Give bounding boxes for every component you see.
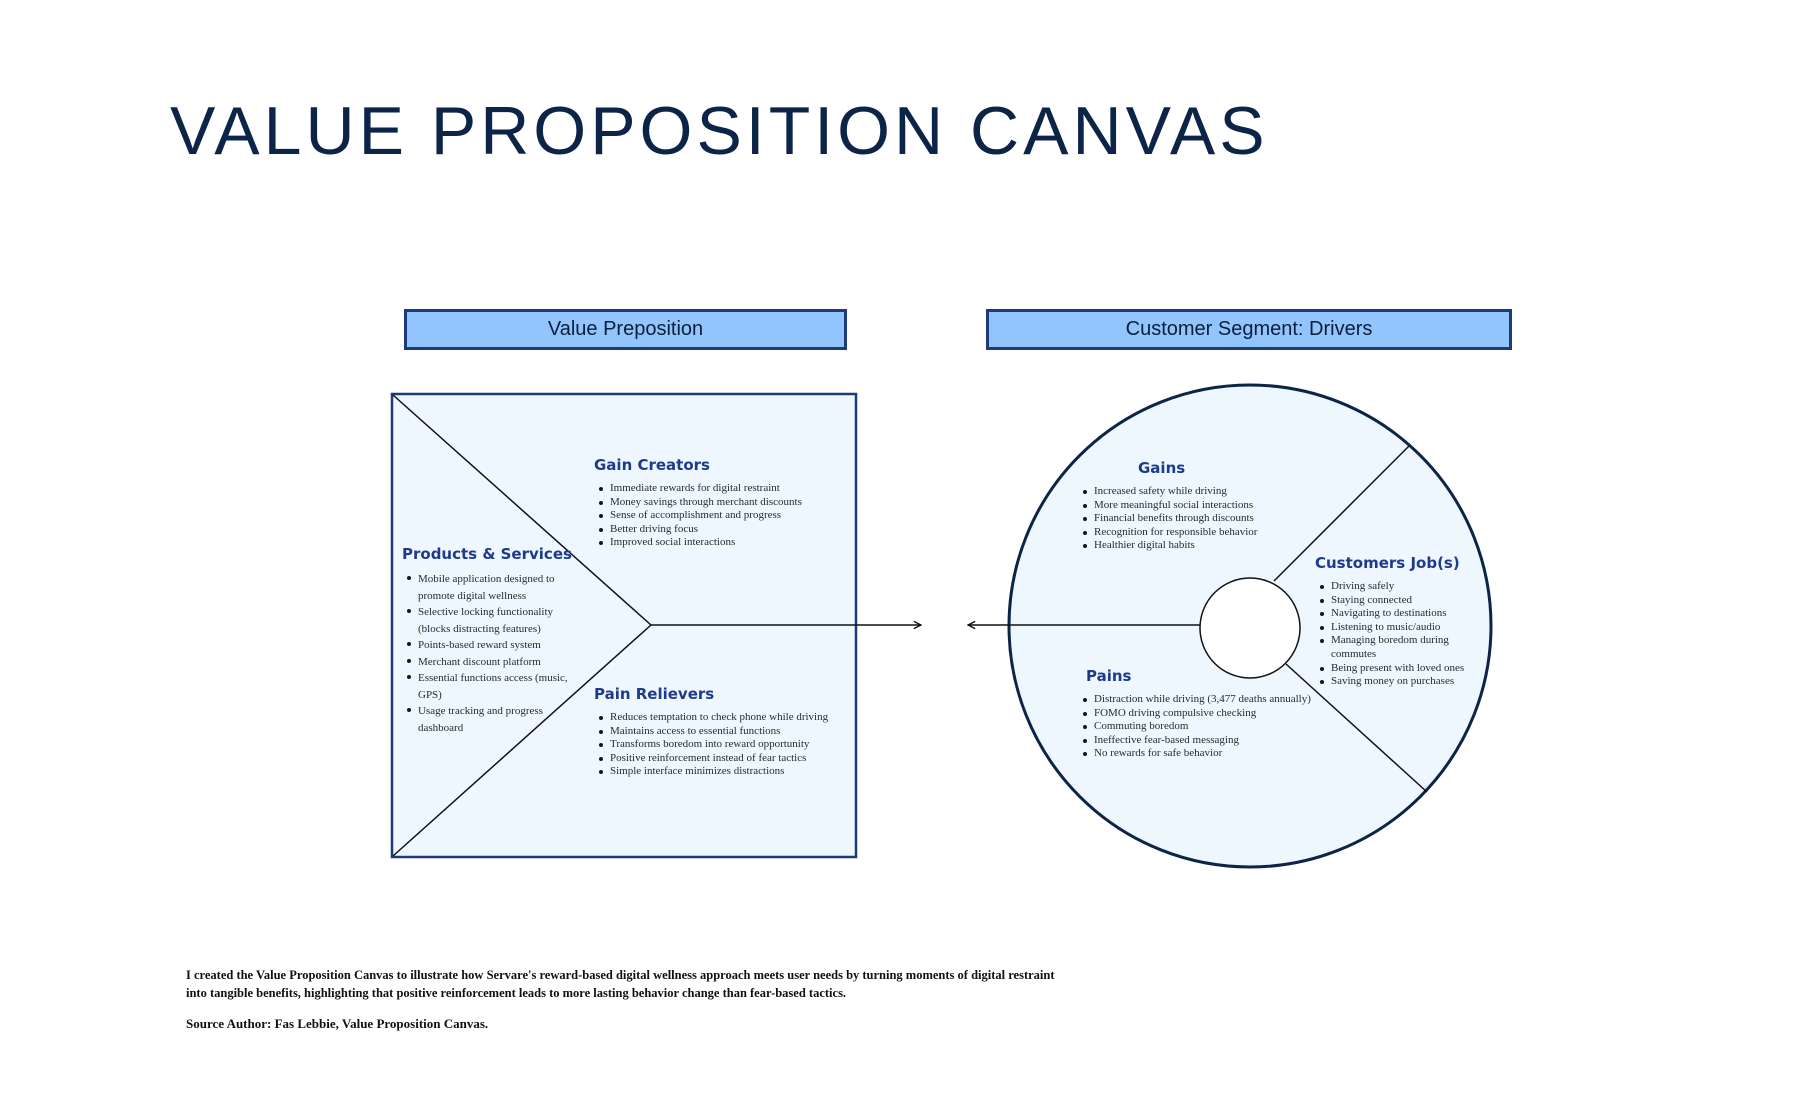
customer-jobs-list: Driving safely Staying connected Navigat… bbox=[1315, 580, 1480, 689]
pains-divider-line bbox=[1285, 663, 1428, 793]
list-item: Sense of accomplishment and progress bbox=[599, 509, 834, 523]
list-item: Positive reinforcement instead of fear t… bbox=[599, 752, 839, 766]
list-item: Listening to music/audio bbox=[1320, 621, 1480, 635]
pains-list: Distraction while driving (3,477 deaths … bbox=[1078, 693, 1338, 761]
value-proposition-header: Value Preposition bbox=[404, 309, 847, 350]
footer-source: Source Author: Fas Lebbie, Value Proposi… bbox=[186, 1016, 489, 1031]
list-item: Financial benefits through discounts bbox=[1083, 512, 1298, 526]
products-services-list: Mobile application designed to promote d… bbox=[402, 571, 577, 736]
pains-title: Pains bbox=[1086, 667, 1132, 685]
gains-divider-line bbox=[1273, 445, 1410, 582]
list-item: Immediate rewards for digital restraint bbox=[599, 482, 834, 496]
list-item: Better driving focus bbox=[599, 523, 834, 537]
products-services-title: Products & Services bbox=[402, 545, 572, 563]
gain-divider-line bbox=[392, 394, 652, 626]
customer-jobs-section: Customers Job(s) Driving safely Staying … bbox=[1315, 554, 1480, 689]
list-item: Usage tracking and progress dashboard bbox=[407, 703, 577, 736]
list-item: Improved social interactions bbox=[599, 536, 834, 550]
list-item: FOMO driving compulsive checking bbox=[1083, 707, 1338, 721]
list-item: Transforms boredom into reward opportuni… bbox=[599, 738, 839, 752]
gain-creators-title: Gain Creators bbox=[594, 456, 710, 474]
gain-creators-section: Gain Creators Immediate rewards for digi… bbox=[594, 456, 834, 550]
list-item: Commuting boredom bbox=[1083, 720, 1338, 734]
customer-segment-header: Customer Segment: Drivers bbox=[986, 309, 1512, 350]
list-item: Recognition for responsible behavior bbox=[1083, 526, 1298, 540]
gains-section: Gains Increased safety while driving Mor… bbox=[1078, 459, 1298, 553]
products-services-section: Products & Services Mobile application d… bbox=[402, 545, 577, 736]
list-item: Healthier digital habits bbox=[1083, 539, 1298, 553]
list-item: Managing boredom during commutes bbox=[1320, 634, 1480, 661]
gain-creators-list: Immediate rewards for digital restraint … bbox=[594, 482, 834, 550]
list-item: Navigating to destinations bbox=[1320, 607, 1480, 621]
customer-jobs-title: Customers Job(s) bbox=[1315, 554, 1460, 572]
footer-description: I created the Value Proposition Canvas t… bbox=[186, 968, 1055, 1000]
list-item: Merchant discount platform bbox=[407, 654, 577, 671]
value-proposition-header-label: Value Preposition bbox=[547, 318, 704, 340]
pain-divider-line bbox=[392, 624, 652, 857]
customer-center-circle bbox=[1199, 577, 1301, 679]
gains-title: Gains bbox=[1138, 459, 1186, 477]
gains-list: Increased safety while driving More mean… bbox=[1078, 485, 1298, 553]
list-item: No rewards for safe behavior bbox=[1083, 747, 1338, 761]
list-item: Staying connected bbox=[1320, 594, 1480, 608]
list-item: Increased safety while driving bbox=[1083, 485, 1298, 499]
pain-relievers-title: Pain Relievers bbox=[594, 685, 715, 703]
page-title: VALUE PROPOSITION CANVAS bbox=[170, 93, 1269, 169]
list-item: Points-based reward system bbox=[407, 637, 577, 654]
pains-section: Pains Distraction while driving (3,477 d… bbox=[1078, 667, 1338, 761]
list-item: Being present with loved ones bbox=[1320, 662, 1480, 676]
list-item: Mobile application designed to promote d… bbox=[407, 571, 577, 604]
list-item: Reduces temptation to check phone while … bbox=[599, 711, 839, 725]
list-item: Selective locking functionality (blocks … bbox=[407, 604, 577, 637]
list-item: More meaningful social interactions bbox=[1083, 499, 1298, 513]
list-item: Money savings through merchant discounts bbox=[599, 496, 834, 510]
pain-relievers-section: Pain Relievers Reduces temptation to che… bbox=[594, 685, 839, 779]
pain-relievers-list: Reduces temptation to check phone while … bbox=[594, 711, 839, 779]
list-item: Distraction while driving (3,477 deaths … bbox=[1083, 693, 1338, 707]
list-item: Driving safely bbox=[1320, 580, 1480, 594]
list-item: Saving money on purchases bbox=[1320, 675, 1480, 689]
list-item: Simple interface minimizes distractions bbox=[599, 765, 839, 779]
list-item: Maintains access to essential functions bbox=[599, 725, 839, 739]
customer-segment-header-label: Customer Segment: Drivers bbox=[1125, 318, 1373, 340]
list-item: Essential functions access (music, GPS) bbox=[407, 670, 577, 703]
list-item: Ineffective fear-based messaging bbox=[1083, 734, 1338, 748]
